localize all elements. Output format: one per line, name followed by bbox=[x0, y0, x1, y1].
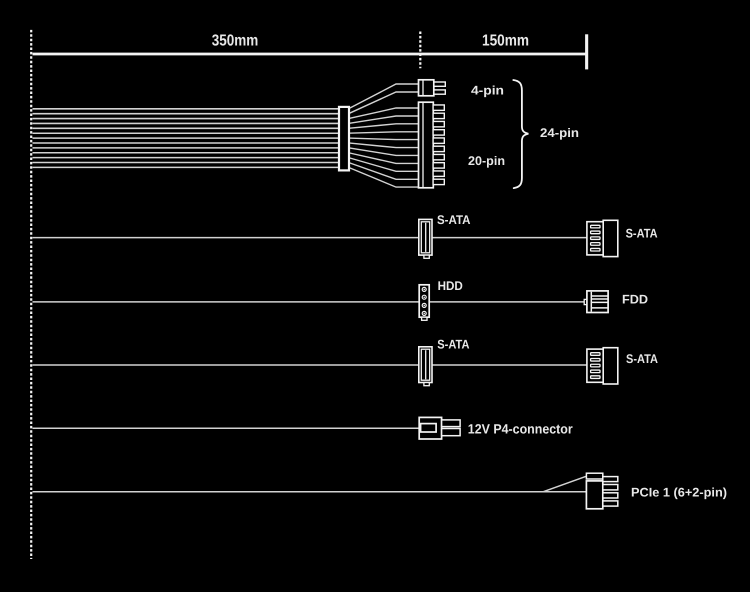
svg-text:S-ATA: S-ATA bbox=[437, 338, 469, 352]
svg-text:S-ATA: S-ATA bbox=[626, 352, 658, 366]
svg-text:S-ATA: S-ATA bbox=[626, 227, 658, 241]
svg-text:S-ATA: S-ATA bbox=[437, 213, 471, 227]
svg-text:20-pin: 20-pin bbox=[468, 154, 505, 168]
svg-text:HDD: HDD bbox=[438, 279, 463, 293]
svg-text:4-pin: 4-pin bbox=[471, 83, 504, 97]
svg-text:PCIe 1 (6+2-pin): PCIe 1 (6+2-pin) bbox=[631, 486, 727, 500]
svg-text:12V P4-connector: 12V P4-connector bbox=[468, 422, 574, 437]
svg-text:FDD: FDD bbox=[622, 293, 648, 307]
svg-text:350mm: 350mm bbox=[212, 33, 259, 50]
svg-text:24-pin: 24-pin bbox=[540, 126, 579, 140]
svg-text:150mm: 150mm bbox=[482, 33, 529, 50]
